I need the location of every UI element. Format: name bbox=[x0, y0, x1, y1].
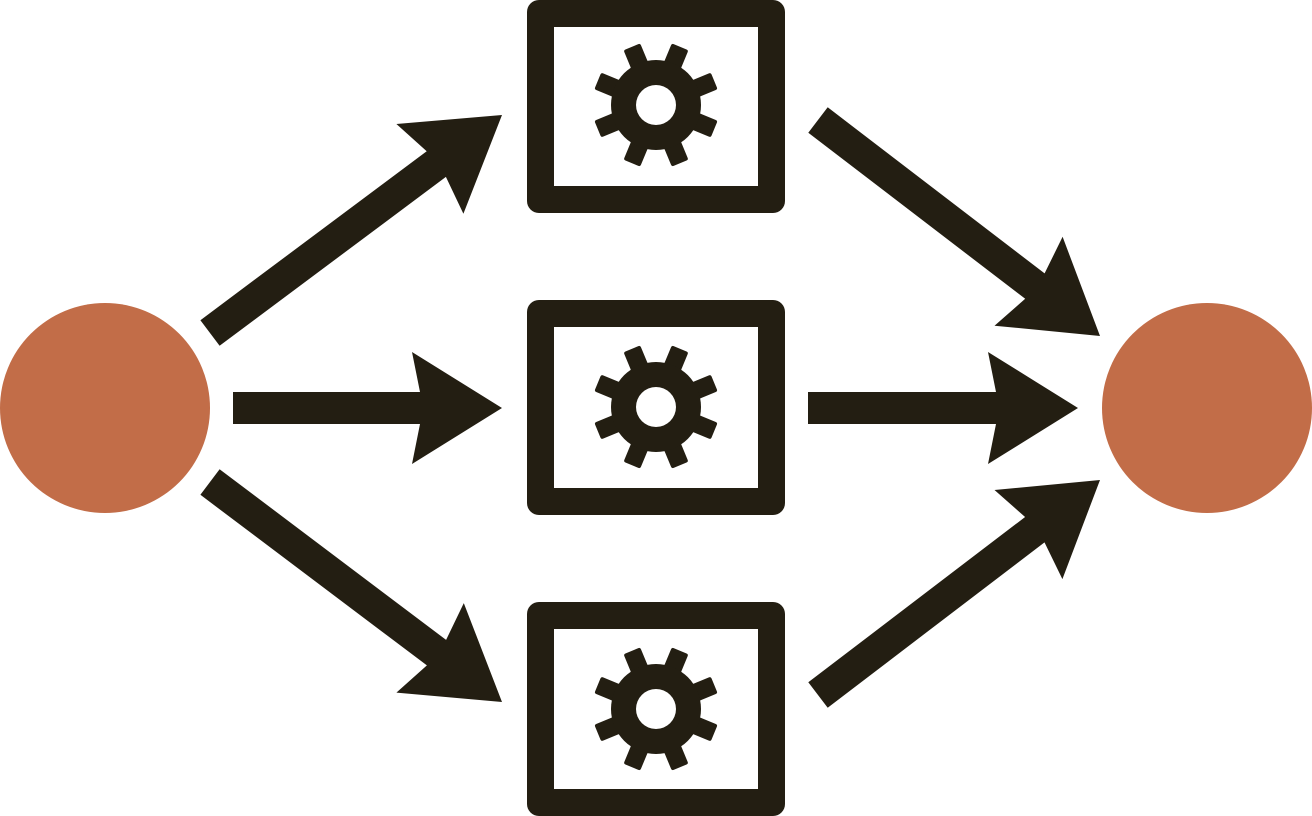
arrow-source-to-process-1 bbox=[200, 115, 502, 346]
gear-icon bbox=[594, 647, 718, 771]
gear-icon bbox=[594, 43, 718, 167]
gear-hole bbox=[636, 689, 676, 729]
arrow-source-to-process-3 bbox=[200, 469, 502, 702]
arrows bbox=[200, 107, 1100, 708]
source-node bbox=[0, 303, 210, 513]
process-2-box bbox=[527, 300, 785, 515]
gear-icon bbox=[594, 345, 718, 469]
process-3-box bbox=[527, 602, 785, 816]
arrow-process-3-to-sink bbox=[808, 480, 1100, 708]
process-1-box bbox=[527, 0, 785, 213]
sink-node bbox=[1102, 303, 1312, 513]
gear-hole bbox=[636, 85, 676, 125]
arrow-source-to-process-2 bbox=[233, 352, 502, 464]
gear-hole bbox=[636, 387, 676, 427]
arrow-process-2-to-sink bbox=[808, 352, 1078, 464]
arrow-process-1-to-sink bbox=[808, 107, 1100, 336]
